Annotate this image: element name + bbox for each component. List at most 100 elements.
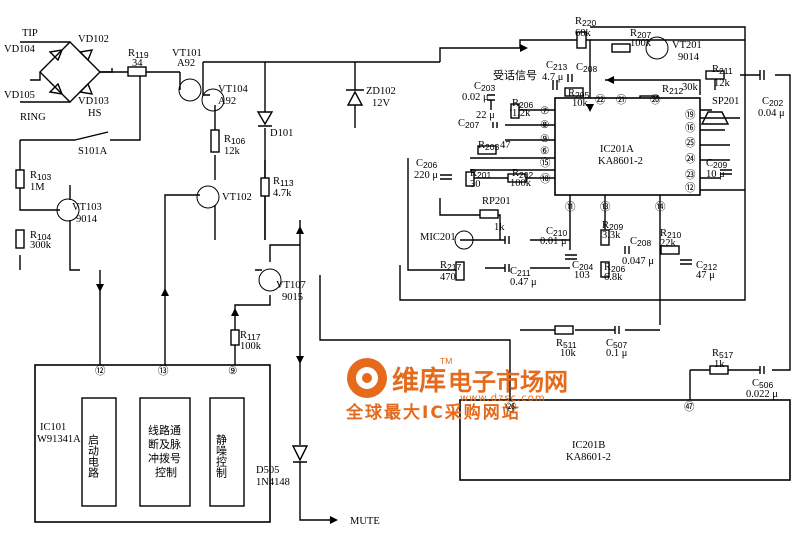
c213-label: C213 xyxy=(546,60,567,72)
c212-plates xyxy=(680,259,692,265)
pin-24: ㉔ xyxy=(685,153,696,165)
ic101-block-line-3: 冲拨号 xyxy=(148,451,181,465)
pin-19: ⑲ xyxy=(685,109,696,121)
r117-body xyxy=(230,329,240,346)
c507-value: 0.1 μ xyxy=(606,348,628,359)
ic101-line-dial-box xyxy=(139,397,191,507)
vt104-label: VT104 xyxy=(218,84,248,95)
r117-label: R117 xyxy=(240,330,261,342)
vd103-diode xyxy=(78,82,94,95)
r106-label: R106 xyxy=(224,134,245,146)
r209-value: 3.3k xyxy=(602,230,621,241)
r113-body xyxy=(260,177,270,197)
r119-value: 34 xyxy=(132,58,143,69)
c210-plates xyxy=(504,236,510,244)
zd102-zener xyxy=(346,89,364,106)
pin-11: ⑪ xyxy=(565,201,576,213)
zd102-value: 12V xyxy=(372,98,391,109)
c207-label: C207 xyxy=(458,118,479,130)
r217-label: R217 xyxy=(440,260,461,272)
ic201a-body xyxy=(554,97,701,196)
mic201-microphone xyxy=(454,230,474,250)
mute-label: MUTE xyxy=(350,516,380,527)
vt101-transistor xyxy=(178,78,202,102)
r206a-value: 1.2k xyxy=(512,108,531,119)
r203-body xyxy=(477,145,497,155)
c211-label: C211 xyxy=(510,266,531,278)
c211-plates xyxy=(504,264,510,272)
pin-23: ㉓ xyxy=(685,169,696,181)
r201-label: R201 xyxy=(470,168,491,180)
c202-plates xyxy=(759,70,765,80)
c208b-value: 0.047 μ xyxy=(622,256,654,267)
r119-body xyxy=(127,66,147,77)
r511-label: R511 xyxy=(556,338,577,350)
arrows xyxy=(96,44,614,524)
watermark: 维库 电子市场网 TM www.dzsc.com 全球最大IC采购网站 xyxy=(345,356,568,423)
r205-label: R205 xyxy=(568,88,589,100)
d505-type: 1N4148 xyxy=(256,477,290,488)
r103-label: R103 xyxy=(30,170,51,182)
labels: TIP RING VD104 VD102 VD105 VD103 HS R119… xyxy=(4,16,785,527)
r217-body xyxy=(455,261,465,281)
ic201b-body xyxy=(459,399,791,481)
rp201-value: 1k xyxy=(494,222,505,233)
d505-diode xyxy=(291,445,309,463)
vt104-transistor xyxy=(201,88,225,112)
vt103-label: VT103 xyxy=(72,202,102,213)
r207-value: 100k xyxy=(630,38,652,49)
vd103-label: VD103 xyxy=(78,96,109,107)
c208a-plates xyxy=(567,74,573,82)
r119-label: R119 xyxy=(128,48,149,60)
ic201b-pin-47: ㊼ xyxy=(684,401,695,413)
pin-18: ⑱ xyxy=(540,173,551,185)
watermark-slogan: 全球最大IC采购网站 xyxy=(345,402,521,423)
semiconductors xyxy=(56,36,730,463)
pin-8: ⑧ xyxy=(540,119,550,131)
sp201-label: SP201 xyxy=(712,96,739,107)
r205-body xyxy=(564,87,584,97)
c212-value: 47 μ xyxy=(696,270,715,281)
r113-value: 4.7k xyxy=(273,188,292,199)
c210-label: C210 xyxy=(546,226,567,238)
c203-label: C203 xyxy=(474,81,495,93)
ic101-block-line-1: 线路通 xyxy=(148,423,181,437)
ic101-pin-13: ⑬ xyxy=(158,365,169,377)
r201-value: 30 xyxy=(470,179,481,190)
vt103-type: 9014 xyxy=(76,214,98,225)
vt102-transistor xyxy=(196,185,220,209)
r103-body xyxy=(15,169,25,189)
vd104-diode xyxy=(48,49,64,62)
r113-label: R113 xyxy=(273,176,294,188)
c506-plates xyxy=(759,366,765,374)
r517-label: R517 xyxy=(712,348,733,360)
r511-value: 10k xyxy=(560,348,577,359)
ic101-start-circuit-box xyxy=(81,397,117,507)
r205-value: 10k xyxy=(572,98,589,109)
c210-value: 0.01 μ xyxy=(540,236,567,247)
c207-plates xyxy=(492,122,498,128)
c212-label: C212 xyxy=(696,260,717,272)
resistors xyxy=(15,31,729,375)
c213-plates xyxy=(552,80,558,90)
r203-value: 47 xyxy=(500,140,511,151)
r209-body xyxy=(600,229,610,246)
pin-14: ⑭ xyxy=(655,201,666,213)
r211-label: R211 xyxy=(712,64,733,76)
r209-label: R209 xyxy=(602,220,623,232)
vd105-diode xyxy=(48,82,64,95)
vt107-transistor xyxy=(258,268,282,292)
r207-body xyxy=(611,43,631,53)
sp201-speaker xyxy=(700,111,730,125)
r104-label: R104 xyxy=(30,230,51,242)
d505-label: D505 xyxy=(256,465,279,476)
c204-plates xyxy=(565,254,577,260)
pin-21: ㉑ xyxy=(616,94,627,106)
pin-22: ㉒ xyxy=(595,94,606,106)
c204-label: C204 xyxy=(572,260,593,272)
r211-value: 12k xyxy=(714,78,731,89)
c204-value: 103 xyxy=(574,270,590,281)
c209-label: C209 xyxy=(706,158,727,170)
c202-value: 0.04 μ xyxy=(758,108,785,119)
vt103-transistor xyxy=(56,198,80,222)
